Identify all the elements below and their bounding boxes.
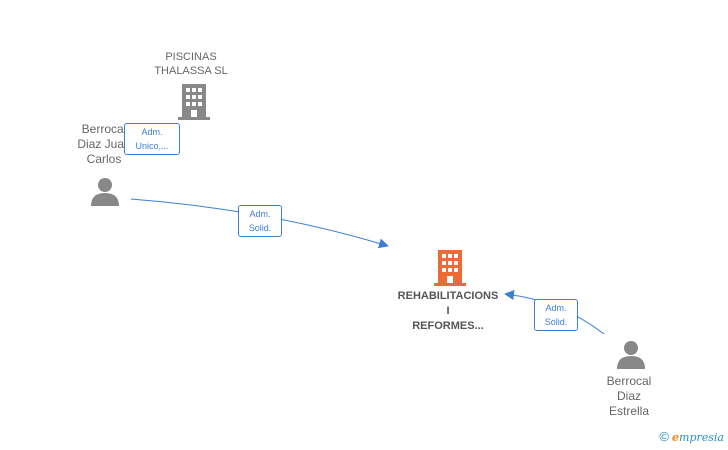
person-name-line3: Estrella xyxy=(608,404,649,418)
copyright-symbol: © xyxy=(659,429,669,444)
company-name-line1: REHABILITACIONS xyxy=(397,290,499,302)
person-name-line1: Berrocal xyxy=(606,374,652,388)
person-label-berrocal-juan[interactable]: Berrocal Diaz Juan Carlos xyxy=(64,122,144,167)
role-line2: Solid. xyxy=(248,223,272,233)
person-name-line2: Diaz xyxy=(616,389,641,403)
person-name-line2: Diaz Juan xyxy=(77,137,131,151)
company-name-line2: I xyxy=(446,305,450,317)
person-name-line1: Berrocal xyxy=(81,122,127,136)
company-label-rehabilitacions[interactable]: REHABILITACIONS I REFORMES... xyxy=(378,289,518,334)
brand-logo-text: mpresia xyxy=(679,431,724,444)
role-line1: Adm. xyxy=(249,209,271,219)
building-icon[interactable] xyxy=(178,84,210,120)
brand-logo-e: e xyxy=(672,431,680,444)
building-icon-focus[interactable] xyxy=(434,250,466,286)
role-line1: Adm. xyxy=(141,127,163,137)
person-icon[interactable] xyxy=(616,339,646,369)
role-line1: Adm. xyxy=(545,303,567,313)
role-badge-adm-solid-estrella[interactable]: Adm. Solid. xyxy=(534,299,578,331)
role-badge-adm-unico[interactable]: Adm. Unico,... xyxy=(124,123,180,155)
person-label-berrocal-estrella[interactable]: Berrocal Diaz Estrella xyxy=(589,374,669,419)
person-icon[interactable] xyxy=(90,176,120,206)
role-badge-adm-solid-juan[interactable]: Adm. Solid. xyxy=(238,205,282,237)
company-name-line2: THALASSA SL xyxy=(154,65,228,77)
empresia-watermark: © empresia xyxy=(659,429,724,444)
role-line2: Solid. xyxy=(544,317,568,327)
person-name-line3: Carlos xyxy=(86,152,122,166)
company-label-piscinas[interactable]: PISCINAS THALASSA SL xyxy=(141,50,241,78)
company-name-line3: REFORMES... xyxy=(412,320,484,332)
role-line2: Unico,... xyxy=(135,141,169,151)
company-name-line1: PISCINAS xyxy=(165,51,217,63)
